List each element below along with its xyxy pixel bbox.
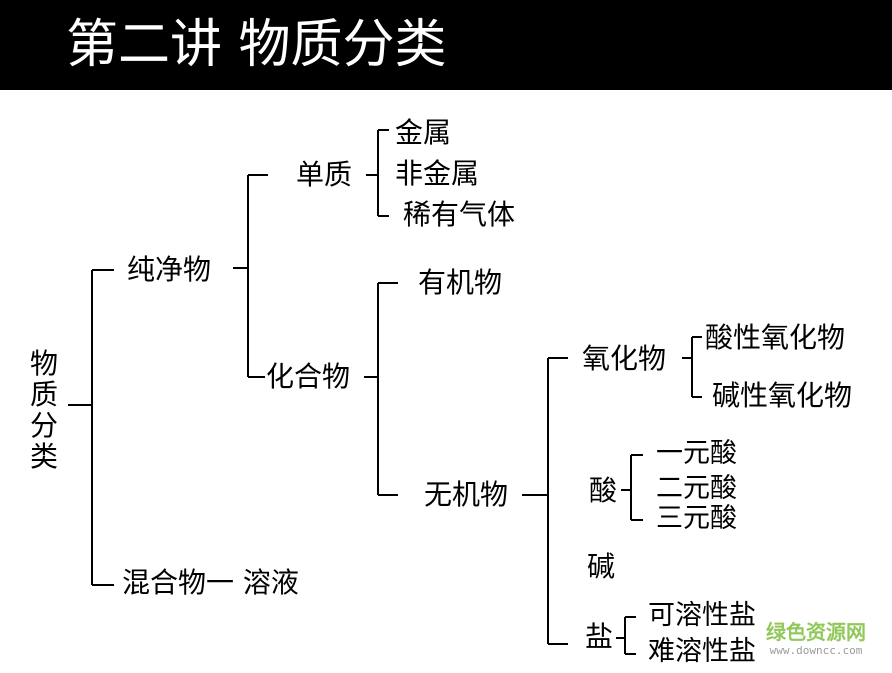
node-noble-gas: 稀有气体 — [403, 198, 516, 231]
node-nonmetal: 非金属 — [395, 157, 480, 190]
node-acidic-oxide: 酸性氧化物 — [705, 321, 846, 354]
node-dibasic-acid: 二元酸 — [656, 473, 737, 504]
root-label-char: 类 — [29, 440, 58, 473]
node-organic: 有机物 — [418, 266, 503, 299]
root-node-label: 物质分类 — [26, 348, 62, 472]
page-title: 第二讲 物质分类 — [66, 15, 447, 75]
node-metal: 金属 — [395, 116, 452, 149]
node-monobasic-acid: 一元酸 — [656, 438, 737, 469]
root-label-char: 物 — [29, 347, 58, 380]
watermark-logo: 绿色资源网 www.downcc.com — [752, 620, 880, 657]
node-tribasic-acid: 三元酸 — [656, 503, 737, 534]
title-bar: 第二讲 物质分类 — [0, 0, 892, 90]
node-soluble-salt: 可溶性盐 — [648, 600, 756, 631]
watermark-url: www.downcc.com — [769, 644, 863, 657]
watermark-text: 绿色资源网 — [766, 620, 866, 644]
node-acid: 酸 — [589, 474, 618, 507]
node-oxide: 氧化物 — [582, 342, 667, 375]
root-label-char: 分 — [29, 409, 58, 442]
node-basic-oxide: 碱性氧化物 — [712, 379, 853, 412]
node-insoluble-salt: 难溶性盐 — [648, 636, 756, 667]
node-pure-substance: 纯净物 — [127, 253, 212, 286]
node-inorganic: 无机物 — [424, 478, 509, 511]
node-base: 碱 — [587, 550, 616, 583]
node-mixture: 混合物一 溶液 — [122, 566, 299, 599]
node-simple-substance: 单质 — [296, 158, 353, 191]
node-compound: 化合物 — [266, 360, 351, 393]
node-salt: 盐 — [585, 620, 614, 653]
root-label-char: 质 — [29, 378, 58, 411]
